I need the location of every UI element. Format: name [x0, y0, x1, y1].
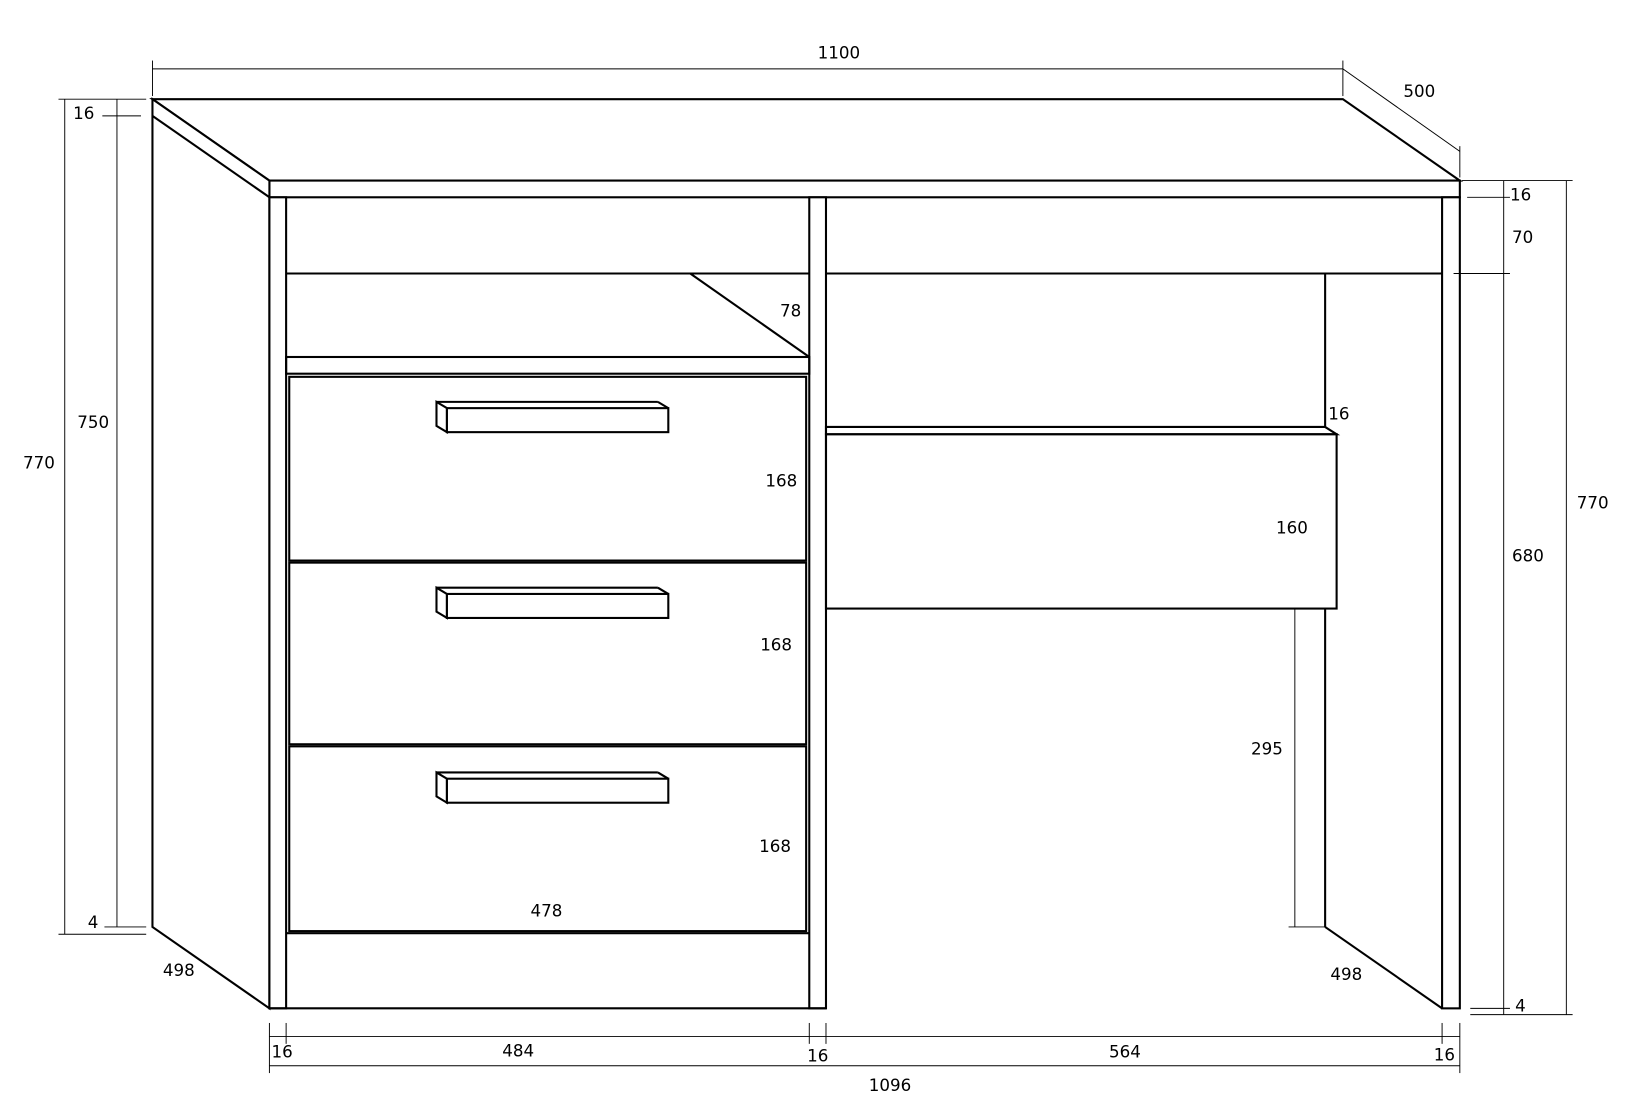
- dim-left-leg-width: 16: [272, 1041, 293, 1061]
- left-side-panel: [151, 97, 271, 1011]
- dim-right-leg-width: 16: [1434, 1045, 1455, 1065]
- dim-side-depth-right: 498: [1330, 964, 1362, 984]
- dim-overall-width: 1100: [818, 42, 860, 62]
- drawer-handle-2: [435, 585, 670, 620]
- dim-right-shelf-thickness: 16: [1328, 404, 1349, 424]
- dim-right-drawer-height: 160: [1276, 517, 1308, 537]
- dim-cabinet-inner-width: 484: [502, 1040, 534, 1060]
- dim-side-height: 750: [77, 412, 109, 432]
- drawer-1: [288, 375, 808, 562]
- dim-divider-width: 16: [807, 1046, 828, 1066]
- dim-overall-height-left: 770: [23, 453, 55, 473]
- right-shelf: [824, 425, 1341, 436]
- dim-floor-gap-left: 4: [88, 912, 99, 932]
- middle-divider: [808, 196, 828, 1010]
- desk: [149, 97, 1464, 1011]
- left-leg: [268, 196, 288, 1010]
- drawer-handle-3: [435, 770, 670, 805]
- drawer-handle-1: [435, 400, 670, 434]
- drawer-2: [288, 561, 808, 746]
- dimension-labels: 1100 500 16 16 750 770 770 4 4 498 498 7…: [23, 42, 1609, 1094]
- top-edge-line: [151, 115, 271, 199]
- dim-top-thickness-right: 16: [1510, 184, 1531, 204]
- dim-drawer-3-height: 168: [759, 836, 791, 856]
- dim-drawer-1-height: 168: [765, 470, 797, 490]
- open-shelf: [285, 355, 811, 375]
- desktop-surface: [149, 98, 1464, 182]
- dim-overall-height-right: 770: [1577, 492, 1609, 512]
- dim-drawer-2-height: 168: [760, 634, 792, 654]
- dim-right-panel-height: 295: [1251, 739, 1283, 759]
- dim-knee-space-width: 564: [1109, 1041, 1141, 1061]
- dim-knee-clearance: 680: [1512, 546, 1544, 566]
- dimension-lines: [58, 60, 1573, 1074]
- right-panel-bottom-edge: [1324, 926, 1443, 1010]
- dim-depth: 500: [1403, 81, 1435, 101]
- dim-side-depth-left: 498: [163, 960, 195, 980]
- dim-floor-gap-right: 4: [1515, 995, 1526, 1015]
- right-drawer: [824, 433, 1338, 610]
- dim-open-shelf-height: 78: [780, 300, 801, 320]
- desktop-front-edge: [268, 179, 1461, 199]
- dim-rail-height: 70: [1512, 227, 1533, 247]
- dim-drawer-width: 478: [530, 900, 562, 920]
- dim-bottom-overall-width: 1096: [869, 1075, 911, 1095]
- drawer-3: [288, 745, 808, 933]
- dim-top-thickness-left: 16: [73, 103, 94, 123]
- shelf-diagonal: [689, 272, 810, 358]
- right-leg: [1441, 196, 1461, 1010]
